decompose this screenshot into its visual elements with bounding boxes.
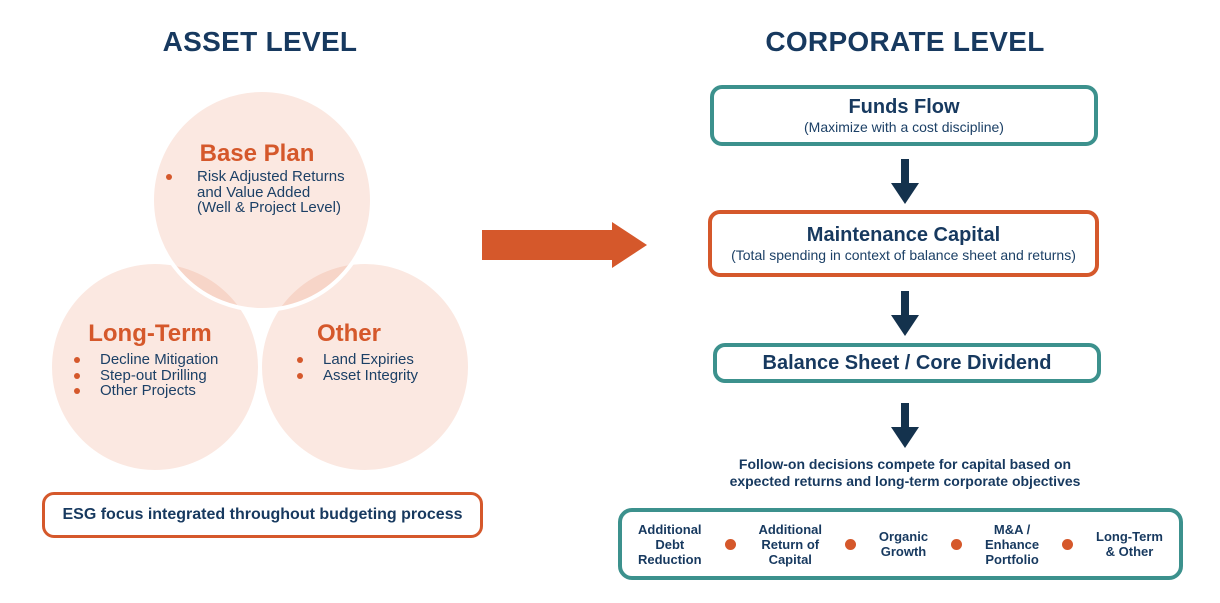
- maintenance-capital-subtitle: (Total spending in context of balance sh…: [731, 246, 1076, 263]
- bullet-icon: [74, 372, 80, 379]
- list-item: Land Expiries: [291, 352, 418, 368]
- venn-circle-base-plan: [150, 88, 374, 312]
- flow-arrow-icon: [891, 403, 919, 448]
- asset-level-heading: ASSET LEVEL: [162, 26, 358, 57]
- base-plan-title: Base Plan: [199, 140, 315, 167]
- option-ma-enhance-portfolio: M&A / Enhance Portfolio: [984, 521, 1040, 567]
- other-bullet-text: Asset Integrity: [323, 366, 419, 384]
- maintenance-capital-box: Maintenance Capital (Total spending in c…: [708, 210, 1099, 277]
- option-additional-debt-reduction: Additional Debt Reduction: [638, 521, 702, 567]
- balance-sheet-title: Balance Sheet / Core Dividend: [762, 351, 1052, 374]
- venn-diagram: [48, 88, 472, 474]
- corporate-level-heading: CORPORATE LEVEL: [765, 26, 1045, 57]
- separator-dot-icon: [1062, 538, 1074, 550]
- base-plan-bullets: Risk Adjusted Returns and Value Added (W…: [160, 169, 345, 216]
- list-item: Other Projects: [68, 383, 218, 399]
- funds-flow-subtitle: (Maximize with a cost discipline): [804, 118, 1004, 135]
- esg-note-text: ESG focus integrated throughout budgetin…: [62, 506, 463, 523]
- flow-arrow-icon: [891, 159, 919, 204]
- option-additional-return-of-capital: Additional Return of Capital: [758, 521, 823, 567]
- list-item: Step-out Drilling: [68, 366, 218, 384]
- bullet-icon: [74, 388, 80, 394]
- balance-sheet-box: Balance Sheet / Core Dividend: [713, 343, 1101, 383]
- bullet-icon: [166, 174, 172, 180]
- long-term-bullet-text: Decline Mitigation: [100, 351, 219, 368]
- transition-arrow-icon: [482, 222, 647, 268]
- separator-dot-icon: [951, 538, 962, 550]
- flow-arrow-icon: [891, 291, 919, 336]
- separator-dot-icon: [724, 538, 736, 550]
- list-item: Decline Mitigation: [68, 352, 218, 368]
- list-item: Asset Integrity: [291, 366, 419, 384]
- list-item: Risk Adjusted Returns and Value Added (W…: [160, 169, 345, 216]
- funds-flow-box: Funds Flow (Maximize with a cost discipl…: [710, 85, 1098, 146]
- base-plan-bullet-text: Risk Adjusted Returns and Value Added (W…: [197, 168, 345, 216]
- long-term-bullet-text: Step-out Drilling: [100, 366, 207, 384]
- capital-options-box: Additional Debt Reduction Additional Ret…: [618, 508, 1183, 580]
- venn-circle-other: [258, 260, 472, 474]
- option-long-term-other: Long-Term & Other: [1096, 529, 1163, 559]
- long-term-bullet-text: Other Projects: [100, 382, 196, 399]
- other-bullet-text: Land Expiries: [323, 351, 414, 368]
- other-title: Other: [316, 320, 381, 347]
- follow-on-caption: Follow-on decisions compete for capital …: [729, 456, 1081, 489]
- bullet-icon: [297, 372, 303, 379]
- long-term-title: Long-Term: [88, 320, 212, 347]
- option-organic-growth: Organic Growth: [878, 529, 929, 559]
- separator-dot-icon: [844, 538, 856, 550]
- other-bullets: Land Expiries Asset Integrity: [291, 352, 418, 383]
- maintenance-capital-title: Maintenance Capital: [806, 223, 1001, 246]
- bullet-icon: [297, 357, 303, 363]
- funds-flow-title: Funds Flow: [848, 95, 960, 118]
- esg-note-box: ESG focus integrated throughout budgetin…: [42, 492, 483, 538]
- long-term-bullets: Decline Mitigation Step-out Drilling Oth…: [68, 352, 218, 399]
- bullet-icon: [74, 357, 80, 363]
